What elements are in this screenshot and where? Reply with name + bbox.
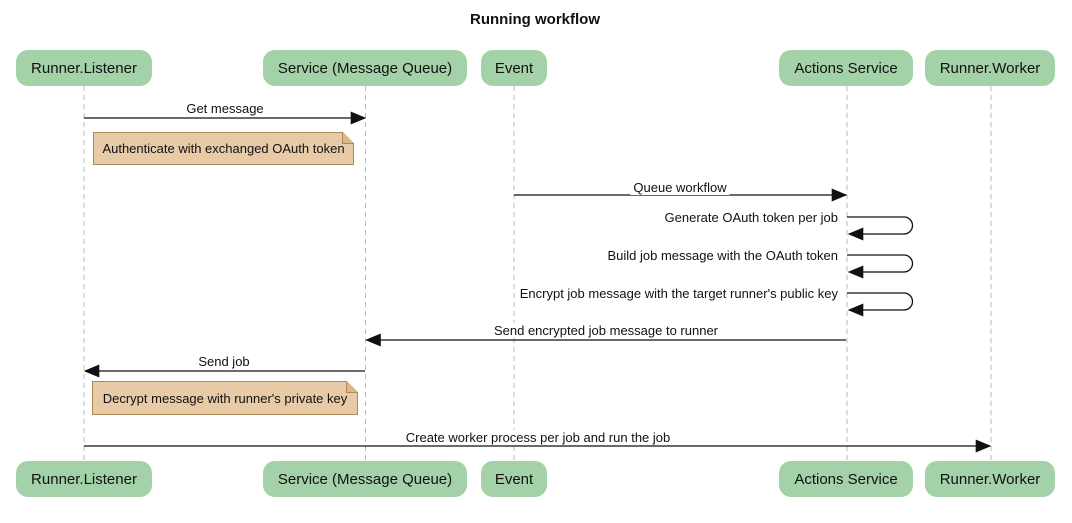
message-label-create-worker-process: Create worker process per job and run th… [402,430,674,445]
note-text: Decrypt message with runner's private ke… [102,390,348,406]
diagram-title: Running workflow [470,11,600,28]
message-label-send-encrypted-job: Send encrypted job message to runner [490,323,722,338]
note-fold-corner-icon [343,132,354,143]
participant-label: Actions Service [794,59,898,77]
message-label-get-message: Get message [183,101,267,116]
note-decrypt-private-key: Decrypt message with runner's private ke… [92,381,358,415]
participant-event-bottom: Event [481,461,547,497]
participant-runner-listener-bottom: Runner.Listener [16,461,152,497]
selfloop-generate-oauth-token [847,216,914,241]
participant-event-top: Event [481,50,547,86]
participant-label: Runner.Worker [939,470,1041,488]
message-label-build-job-message: Build job message with the OAuth token [604,248,841,263]
message-label-encrypt-job-message: Encrypt job message with the target runn… [516,286,841,301]
participant-actions-service-top: Actions Service [779,50,913,86]
selfloop-build-job-message [847,254,914,279]
participant-actions-service-bottom: Actions Service [779,461,913,497]
participant-label: Event [494,59,534,77]
message-label-queue-workflow: Queue workflow [630,180,730,195]
note-fold-corner-icon [347,381,358,392]
note-text: Authenticate with exchanged OAuth token [102,141,345,156]
participant-runner-worker-top: Runner.Worker [925,50,1055,86]
selfloop-encrypt-job-message [847,292,914,317]
participant-label: Runner.Listener [31,59,137,77]
participant-label: Service (Message Queue) [277,470,453,488]
participant-service-message-queue-top: Service (Message Queue) [263,50,467,86]
participant-service-message-queue-bottom: Service (Message Queue) [263,461,467,497]
participant-label: Event [494,470,534,488]
message-label-send-job: Send job [195,354,253,369]
participant-label: Runner.Worker [939,59,1041,77]
participant-label: Service (Message Queue) [277,59,453,77]
note-authenticate-oauth: Authenticate with exchanged OAuth token [93,132,354,165]
message-label-generate-oauth-token: Generate OAuth token per job [661,210,841,225]
participant-runner-worker-bottom: Runner.Worker [925,461,1055,497]
participant-label: Actions Service [794,470,898,488]
participant-label: Runner.Listener [31,470,137,488]
participant-runner-listener-top: Runner.Listener [16,50,152,86]
